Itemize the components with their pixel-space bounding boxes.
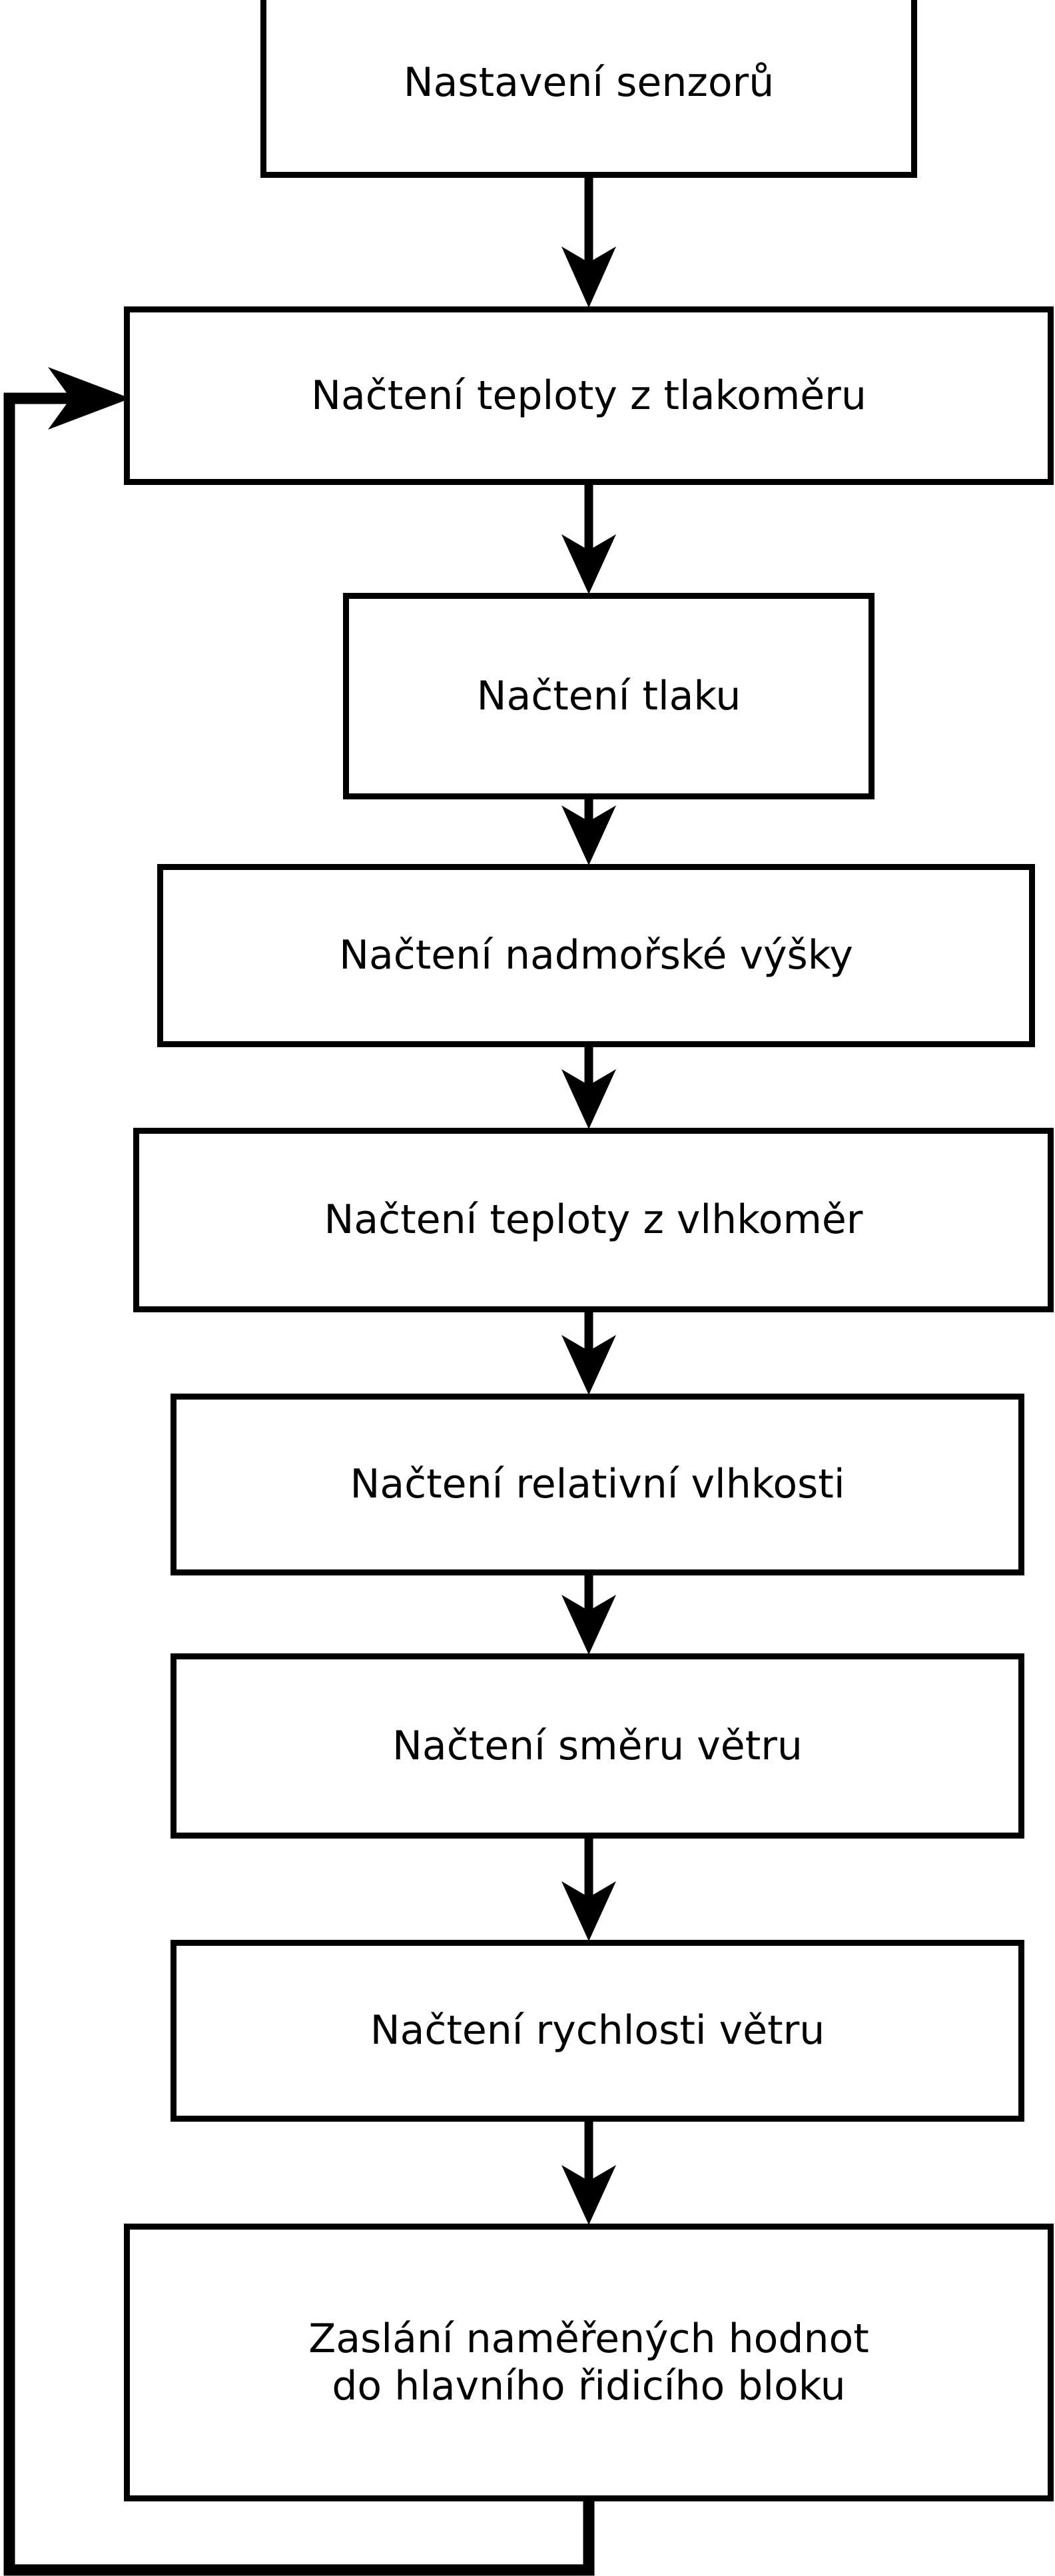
edge-tlak-to-nadmorska-vyska: [561, 799, 616, 865]
node-label: Načtení teploty z tlakoměru: [311, 372, 867, 419]
edge-nastaveni-to-tlakomer: [561, 178, 616, 308]
node-label: Načtení tlaku: [476, 672, 741, 719]
node-label: Načtení relativní vlhkosti: [350, 1461, 845, 1508]
edge-smer-vetru-to-rychlost-vetru: [561, 1839, 616, 1941]
node-nacteni-teploty-z-vlhkomeru[interactable]: Načtení teploty z vlhkoměr: [133, 1128, 1054, 1312]
edge-nadmorska-vyska-to-vlhkomer: [561, 1047, 616, 1129]
edge-vlhkomer-to-relativni-vlhkost: [561, 1312, 616, 1395]
node-label: Zaslání naměřených hodnot do hlavního ři…: [308, 2315, 869, 2409]
node-label: Načtení teploty z vlhkoměr: [324, 1196, 863, 1244]
node-nacteni-smeru-vetru[interactable]: Načtení směru větru: [171, 1653, 1024, 1839]
edge-tlakomer-to-tlak: [561, 485, 616, 594]
node-label: Načtení nadmořské výšky: [339, 932, 853, 979]
node-zaslani-namerenych-hodnot[interactable]: Zaslání naměřených hodnot do hlavního ři…: [124, 2224, 1054, 2501]
node-nacteni-rychlosti-vetru[interactable]: Načtení rychlosti větru: [171, 1940, 1024, 2122]
node-nacteni-tlaku[interactable]: Načtení tlaku: [343, 593, 875, 799]
node-nastaveni-senzoru[interactable]: Nastavení senzorů: [260, 0, 917, 178]
node-label: Načtení směru větru: [392, 1722, 803, 1769]
edge-rychlost-vetru-to-zaslani: [561, 2122, 616, 2225]
edge-relativni-vlhkost-to-smer-vetru: [561, 1575, 616, 1655]
node-label: Načtení rychlosti větru: [370, 2007, 825, 2054]
node-nacteni-nadmorske-vysky[interactable]: Načtení nadmořské výšky: [157, 864, 1035, 1047]
node-label: Nastavení senzorů: [403, 59, 775, 107]
node-nacteni-relativni-vlhkosti[interactable]: Načtení relativní vlhkosti: [171, 1394, 1024, 1575]
node-nacteni-teploty-z-tlakomeru[interactable]: Načtení teploty z tlakoměru: [124, 306, 1054, 485]
